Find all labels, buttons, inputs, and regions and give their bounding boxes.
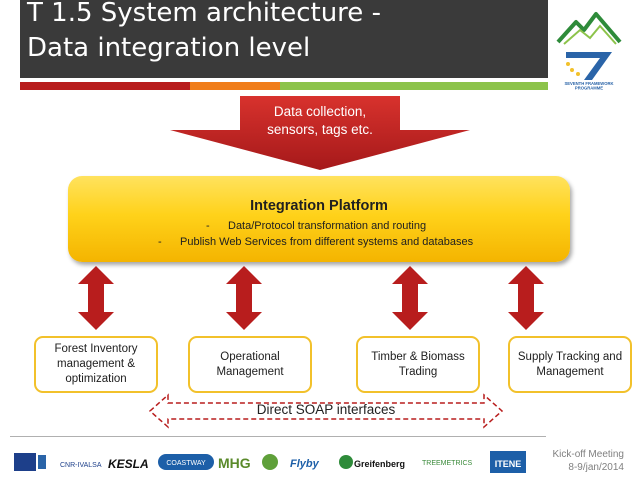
platform-feature-item: -Publish Web Services from different sys… [158, 236, 474, 248]
partner-logo-itene: ITENE [495, 459, 522, 469]
partner-flag-icon [14, 453, 36, 471]
accent-strip-red [20, 82, 190, 90]
data-collection-label: Data collection, sensors, tags etc. [267, 104, 373, 137]
system-label: Supply Tracking and Management [517, 350, 623, 378]
double-arrow-icon [78, 266, 114, 330]
fp7-logo-icon: SEVENTH FRAMEWORK PROGRAMME [564, 52, 614, 91]
double-arrow-icon [392, 266, 428, 330]
platform-title: Integration Platform [250, 198, 388, 214]
system-box-operational-management: Operational Management [188, 336, 312, 393]
system-box-forest-inventory: Forest Inventory management & optimizati… [34, 336, 158, 393]
slide-title: T 1.5 System architecture - Data integra… [27, 0, 381, 63]
platform-feature-list: -Data/Protocol transformation and routin… [68, 218, 570, 250]
soap-interfaces-arrow [148, 393, 504, 429]
meeting-date: Kick-off Meeting 8-9/jan/2014 [552, 449, 624, 473]
accent-strip-green [280, 82, 548, 90]
title-bar [20, 0, 548, 78]
partner-logo-coastway: COASTWAY [166, 460, 206, 467]
partner-logo-treemetrics: TREEMETRICS [422, 460, 473, 467]
double-arrow-icon [508, 266, 544, 330]
svg-text:SEVENTH FRAMEWORK: SEVENTH FRAMEWORK [564, 81, 613, 86]
soap-interfaces-label: Direct SOAP interfaces [256, 402, 396, 417]
footer-divider [10, 436, 546, 437]
mountain-logo-icon [556, 12, 622, 45]
double-arrow-icon [226, 266, 262, 330]
partner-logo-kesla: KESLA [108, 457, 149, 471]
partner-logos-strip: CNR-IVALSA KESLA COASTWAY MHG Flyby Grei… [14, 451, 526, 473]
partner-logo-mhg: MHG [218, 455, 251, 471]
partner-logo-cnr: CNR-IVALSA [60, 462, 102, 469]
partner-logo-flyby: Flyby [290, 458, 320, 470]
accent-strip-orange [190, 82, 280, 90]
system-label: Timber & Biomass Trading [371, 350, 465, 378]
system-box-supply-tracking: Supply Tracking and Management [508, 336, 632, 393]
system-label: Operational Management [216, 350, 284, 378]
platform-feature-item: -Data/Protocol transformation and routin… [206, 220, 427, 232]
system-label: Forest Inventory management & optimizati… [54, 343, 138, 385]
partner-logo-greifenberg: Greifenberg [354, 459, 405, 469]
integration-platform-box: Integration Platform -Data/Protocol tran… [68, 176, 570, 262]
svg-text:PROGRAMME: PROGRAMME [575, 86, 603, 91]
data-collection-arrow [170, 96, 470, 170]
system-box-timber-biomass-trading: Timber & Biomass Trading [356, 336, 480, 393]
